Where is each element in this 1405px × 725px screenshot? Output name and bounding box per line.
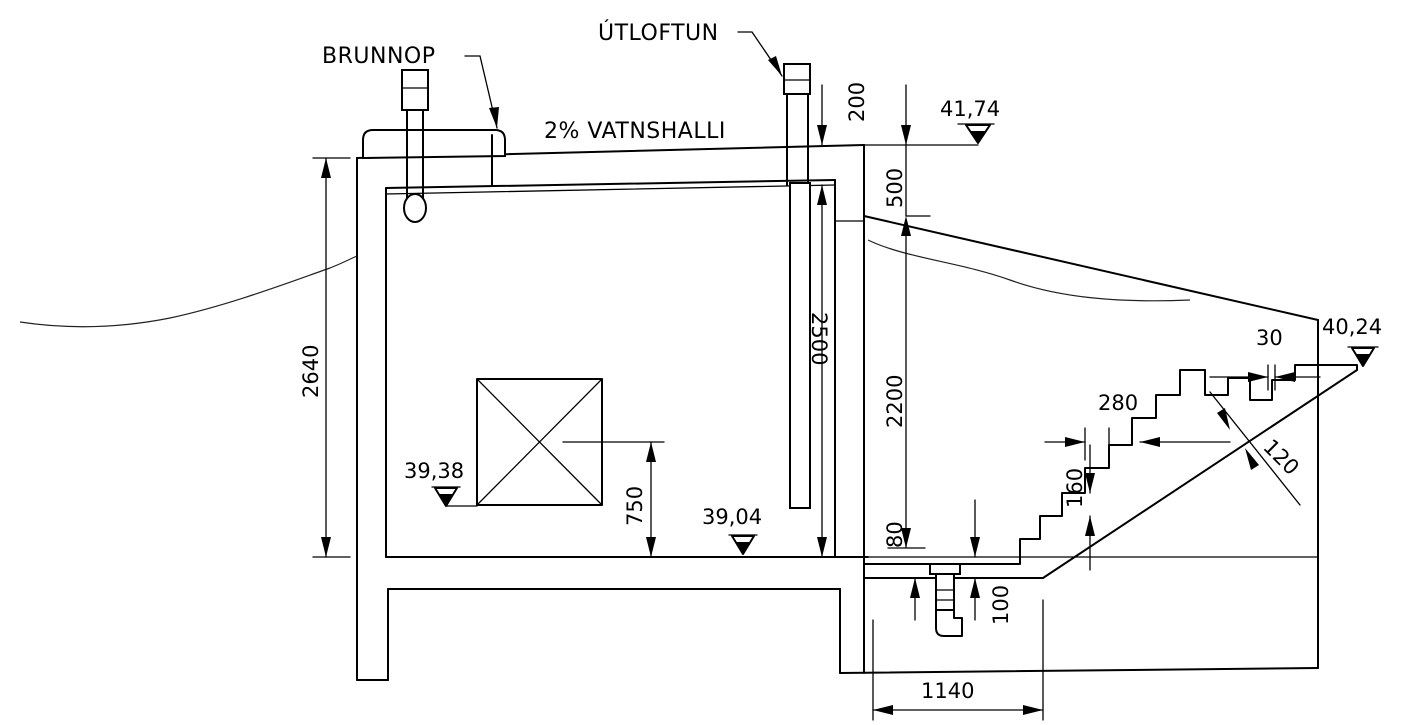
- vent-pipe: [783, 63, 811, 509]
- dim-80: 80: [883, 521, 907, 548]
- tank-structure: [356, 144, 1358, 681]
- dim-1140: 1140: [921, 679, 974, 703]
- dim-120: 120: [1258, 435, 1303, 480]
- level-top: 41,74: [940, 97, 1000, 121]
- dim-2500: 2500: [807, 312, 831, 365]
- label-utloftun: ÚTLOFTUN: [598, 20, 719, 46]
- dim-100: 100: [989, 585, 1013, 625]
- dim-30: 30: [1256, 326, 1283, 350]
- dim-2200: 2200: [883, 375, 907, 428]
- ground-line-left: [19, 255, 358, 328]
- label-slope: 2% VATNSHALLI: [544, 119, 726, 144]
- ground-line-right: [867, 239, 1191, 302]
- dim-2640: 2640: [299, 345, 323, 398]
- level-right: 40,24: [1322, 315, 1382, 339]
- dim-750: 750: [623, 486, 647, 526]
- level-floor: 39,04: [702, 505, 762, 529]
- label-brunnop: BRUNNOP: [322, 44, 435, 69]
- dim-160: 160: [1063, 468, 1087, 508]
- dimension-lines: [312, 84, 1321, 721]
- level-left: 39,38: [404, 459, 464, 483]
- label-leaders: [464, 31, 783, 129]
- manhole-cover: [362, 69, 506, 223]
- dim-500: 500: [883, 168, 907, 208]
- dim-200: 200: [845, 82, 869, 122]
- level-markers: [431, 123, 1379, 555]
- outlet-pipe: [929, 563, 963, 637]
- dim-280: 280: [1098, 391, 1138, 415]
